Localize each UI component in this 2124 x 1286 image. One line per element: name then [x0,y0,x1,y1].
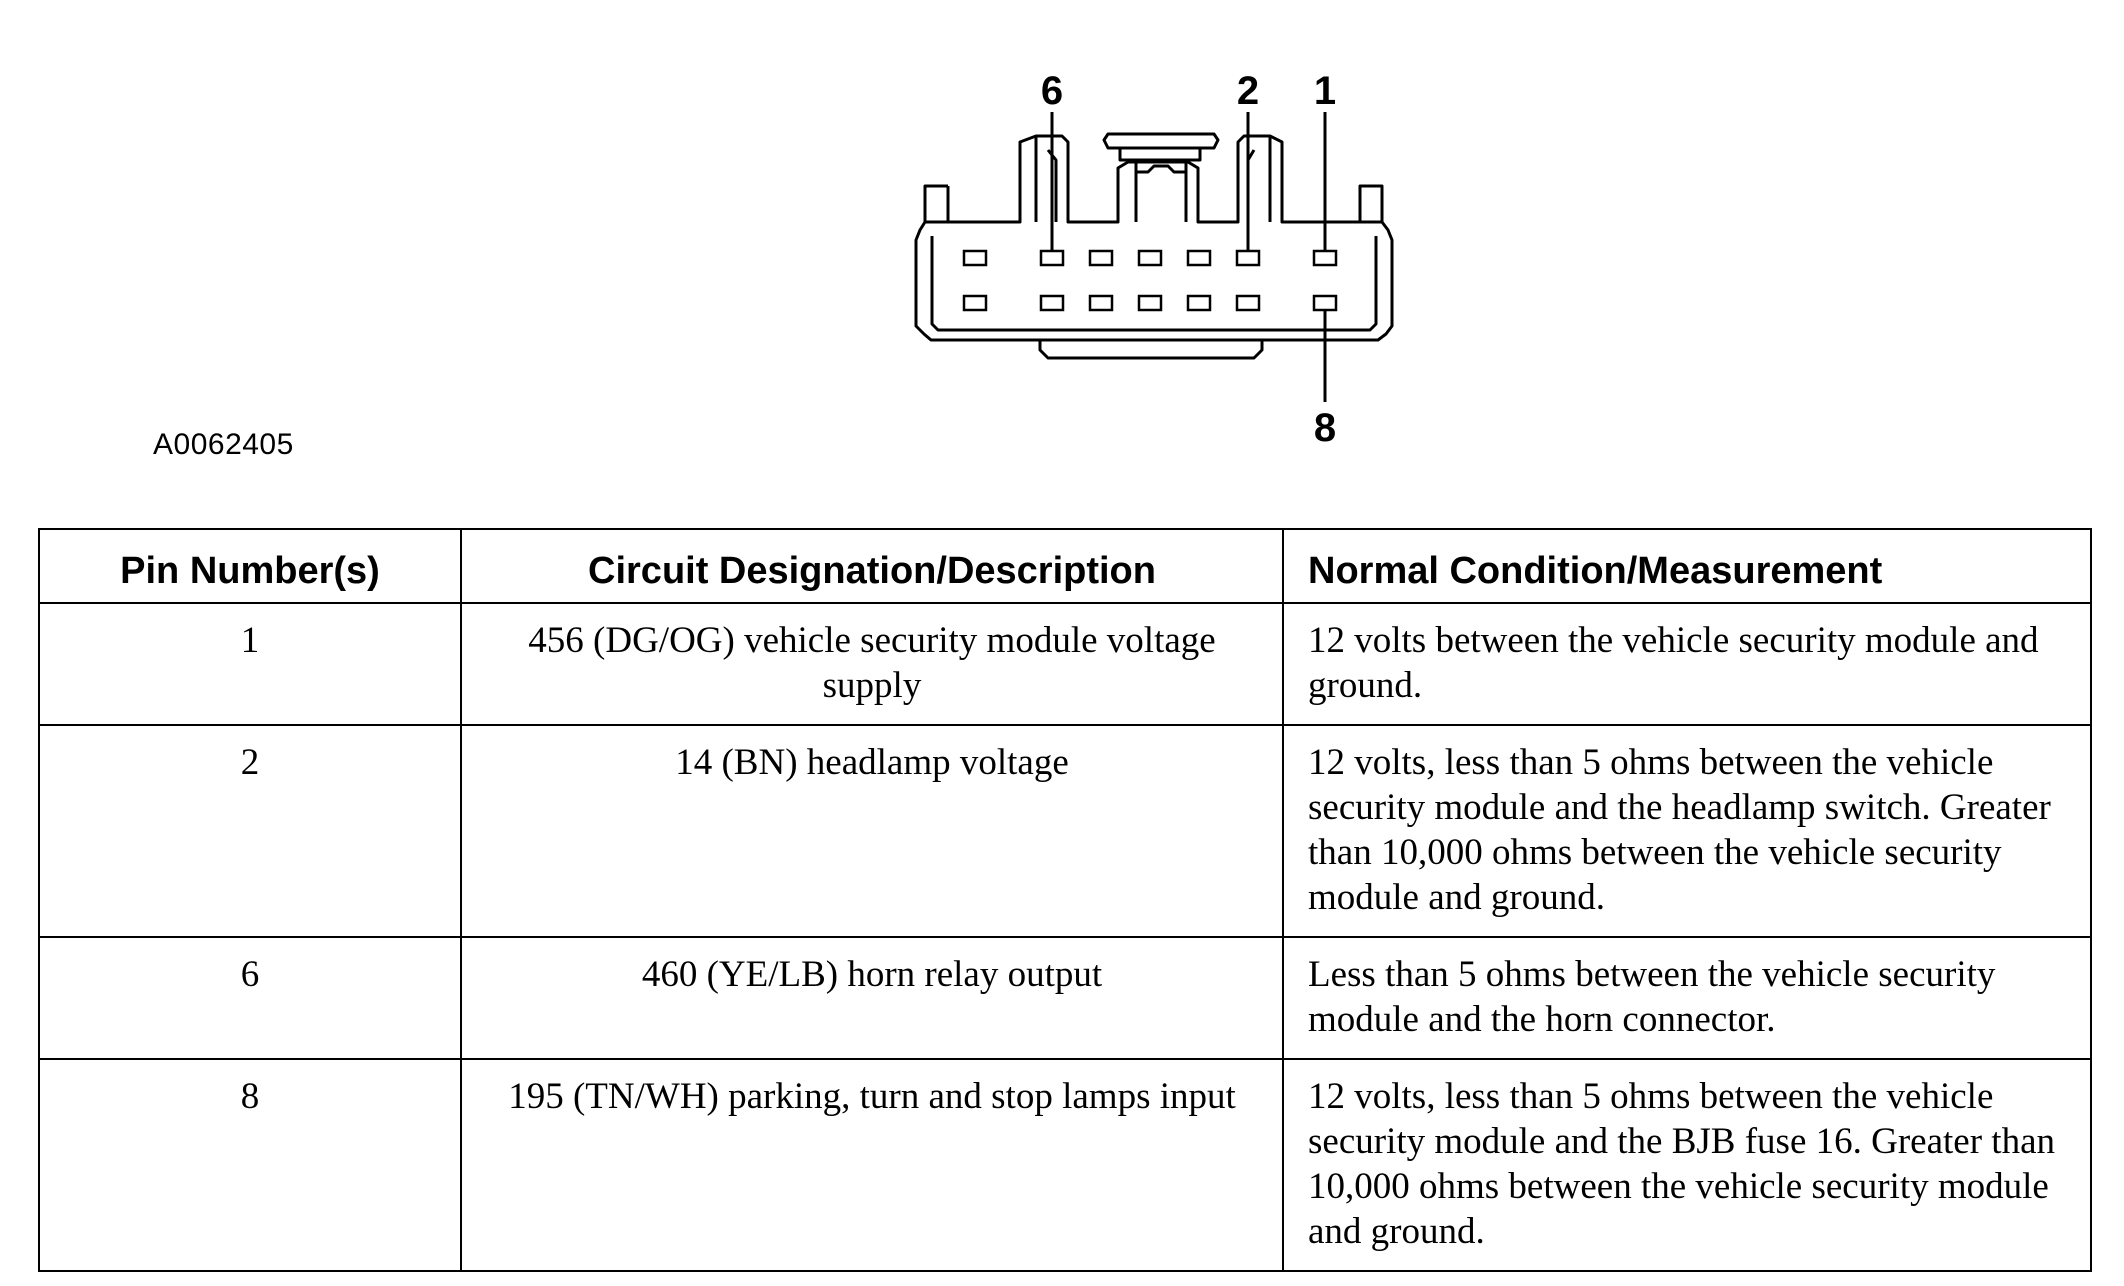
connector-outer-housing [914,134,1394,342]
cavity-bottom-1 [962,294,988,312]
cell-pin: 8 [38,1058,462,1272]
cell-pin: 2 [38,724,462,938]
cell-pin: 1 [38,602,462,726]
figure-code: A0062405 [153,428,294,461]
cavity-bottom-3 [1088,294,1114,312]
cell-circuit: 195 (TN/WH) parking, turn and stop lamps… [460,1058,1284,1272]
pin-label-1: 1 [1314,69,1336,113]
cell-pin: 6 [38,936,462,1060]
connector-bottom-key [1038,340,1264,360]
cavity-top-3 [1088,249,1114,267]
cell-condition: 12 volts, less than 5 ohms between the v… [1282,1058,2092,1272]
cavity-bottom-5 [1186,294,1212,312]
cavity-top-2 [1039,249,1065,267]
header-circuit-description: Circuit Designation/Description [460,528,1284,604]
table-row: 1 456 (DG/OG) vehicle security module vo… [38,602,2092,726]
cavity-top-4 [1137,249,1163,267]
cavity-bottom-2 [1039,294,1065,312]
cavity-top-6 [1235,249,1261,267]
pin-label-6: 6 [1041,69,1063,113]
cell-condition: 12 volts, less than 5 ohms between the v… [1282,724,2092,938]
cavity-bottom-7 [1312,294,1338,312]
table-row: 6 460 (YE/LB) horn relay output Less tha… [38,936,2092,1060]
cavity-top-7 [1312,249,1338,267]
pin-label-2: 2 [1237,69,1259,113]
cavity-bottom-6 [1235,294,1261,312]
pinout-table: Pin Number(s) Circuit Designation/Descri… [38,528,2092,1272]
connector-face-diagram: 6 2 1 8 [914,69,1394,450]
cell-condition: 12 volts between the vehicle security mo… [1282,602,2092,726]
locking-tab-stem [1118,148,1202,222]
connector-inner-face [930,236,1378,332]
cell-condition: Less than 5 ohms between the vehicle sec… [1282,936,2092,1060]
cell-circuit: 460 (YE/LB) horn relay output [460,936,1284,1060]
cell-circuit: 14 (BN) headlamp voltage [460,724,1284,938]
locking-tab [1102,132,1220,150]
pin-label-8: 8 [1314,406,1336,450]
cell-circuit: 456 (DG/OG) vehicle security module volt… [460,602,1284,726]
table-row: 8 195 (TN/WH) parking, turn and stop lam… [38,1058,2092,1272]
latch-right [1246,136,1272,222]
header-normal-condition: Normal Condition/Measurement [1282,528,2092,604]
cavity-top-5 [1186,249,1212,267]
table-header-row: Pin Number(s) Circuit Designation/Descri… [38,528,2092,604]
header-pin-number: Pin Number(s) [38,528,462,604]
table-row: 2 14 (BN) headlamp voltage 12 volts, les… [38,724,2092,938]
cavity-bottom-4 [1137,294,1163,312]
cavity-top-1 [962,249,988,267]
